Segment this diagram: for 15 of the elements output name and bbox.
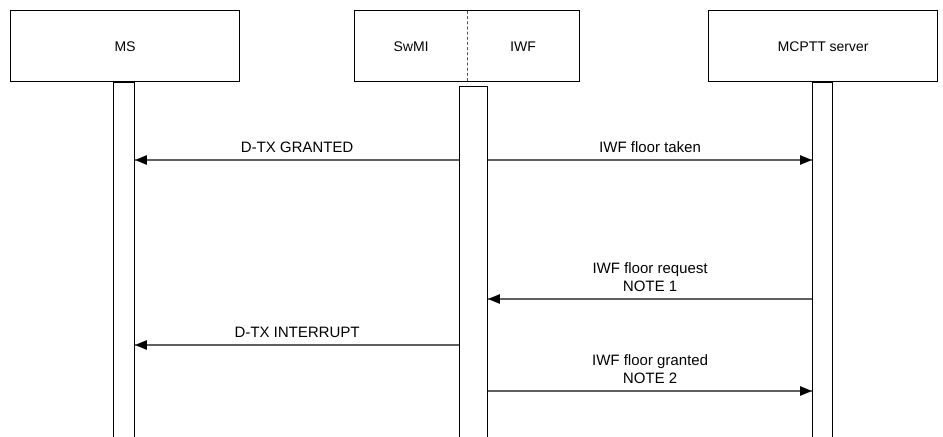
participant-box [708,10,938,82]
participant-name: MS [114,38,136,54]
participant-name: IWF [510,38,536,54]
message-arrow [135,340,459,350]
participant-box [10,10,240,82]
activation-bar [113,82,135,437]
message-arrow [488,386,812,396]
activation-bar [459,86,488,437]
participant-box [354,10,580,82]
message-arrow [488,294,812,304]
participant-name: SwMI [394,38,428,54]
activation-bar [812,82,833,437]
message-arrow [135,155,459,165]
message-arrow [488,155,812,165]
participant-name: MCPTT server [778,38,868,54]
